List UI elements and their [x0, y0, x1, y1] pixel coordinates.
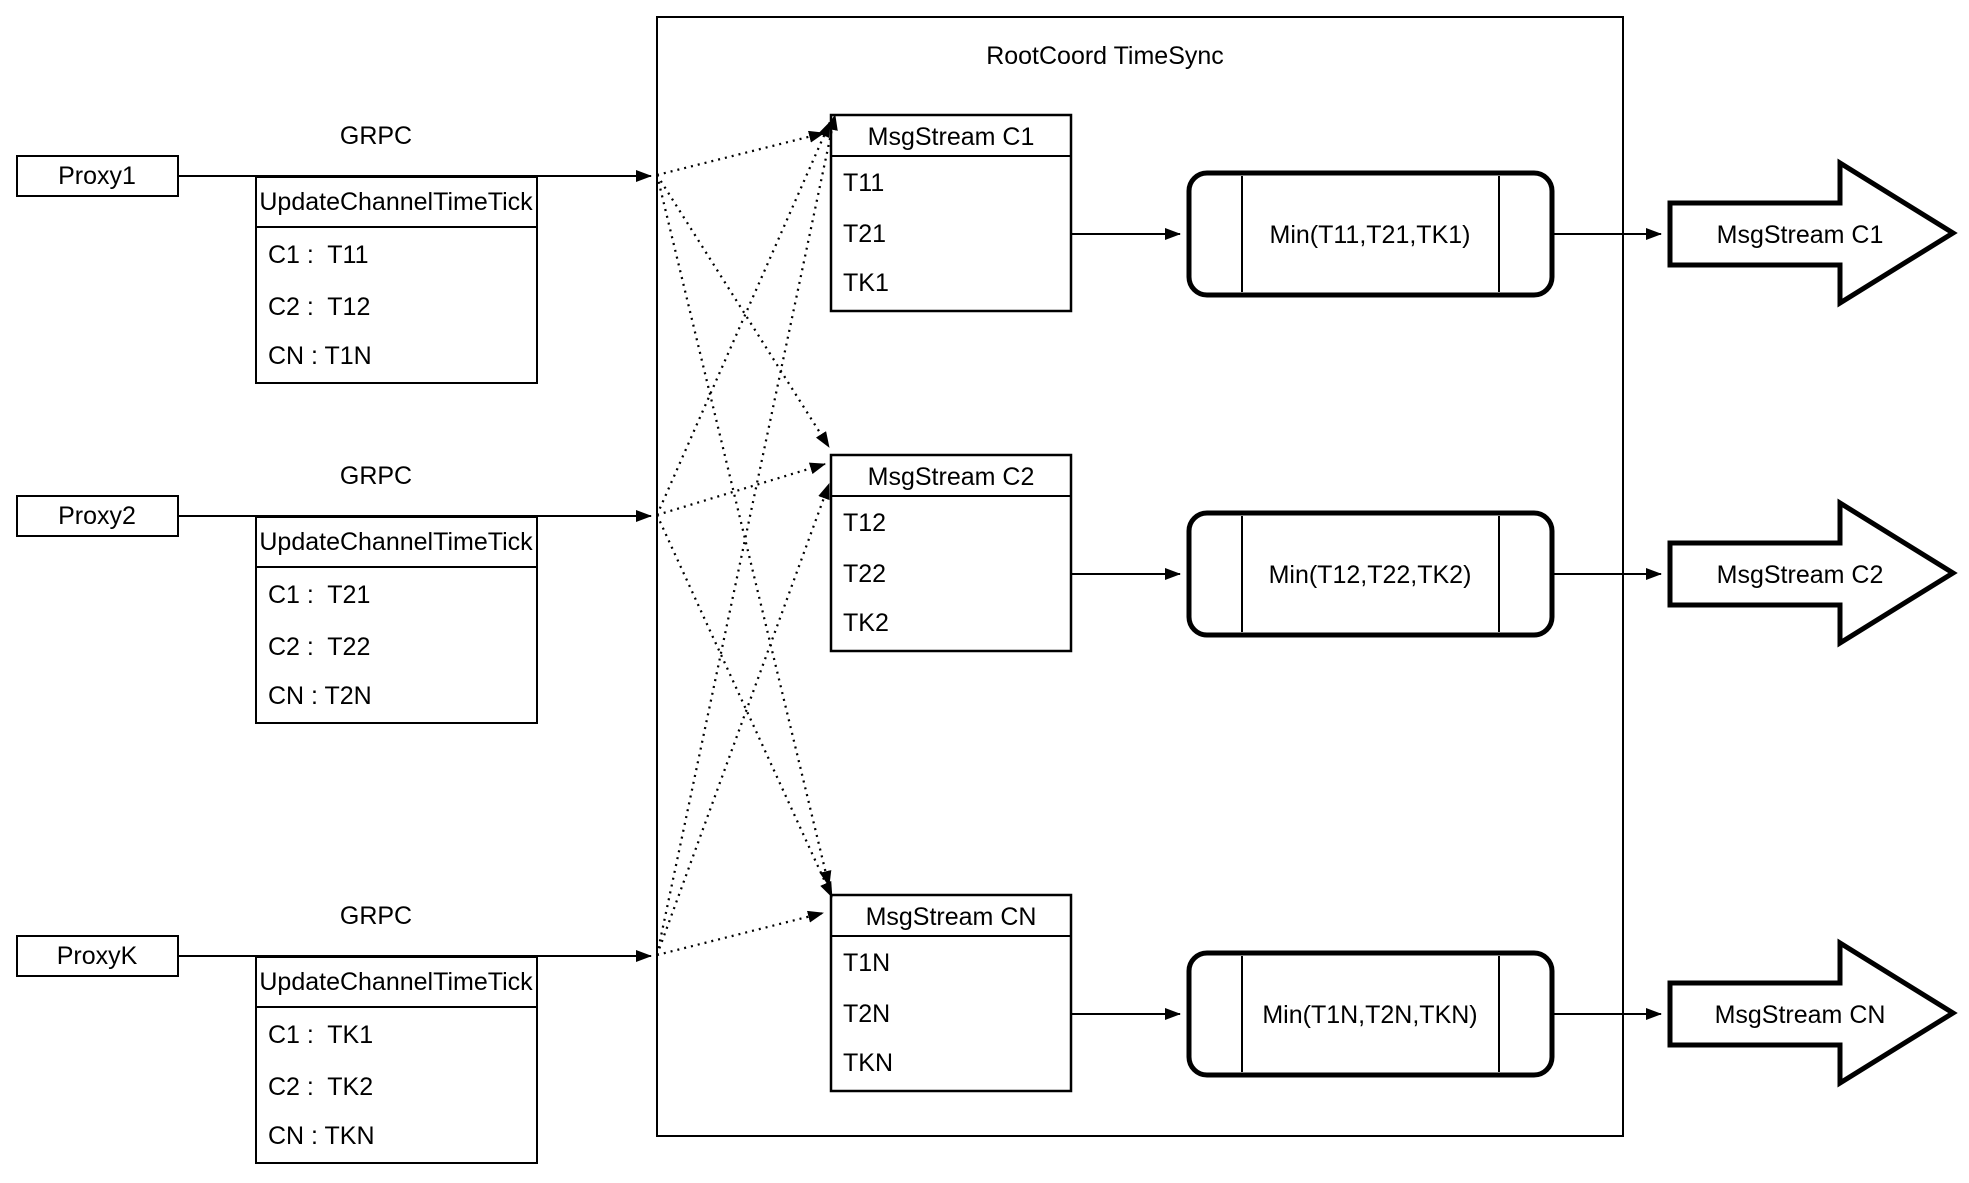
- stream-table-title: MsgStream C1: [868, 123, 1035, 151]
- stream-table-box: [829, 453, 1073, 653]
- dotted-link-pk-cn: [656, 910, 824, 957]
- output-arrow-shape: [1667, 158, 1958, 308]
- request-table-title: UpdateChannelTimeTick: [259, 968, 533, 996]
- min-label: Min(T11,T21,TK1): [1270, 221, 1471, 249]
- output-arrow-msgstream-cn: MsgStream CN: [1667, 938, 1958, 1088]
- request-table-box: [255, 176, 538, 384]
- proxy1-row: Proxy1 GRPC UpdateChannelTimeTick C1 : T…: [16, 113, 1958, 384]
- stream-table-box: [829, 893, 1073, 1093]
- dotted-link-p2-c1: [655, 121, 832, 516]
- rootcoord-timesync-container: [656, 16, 1624, 1137]
- grpc-label-1: GRPC: [340, 122, 412, 150]
- stream-row: TKN: [843, 1049, 893, 1077]
- stream-row: TK1: [843, 269, 889, 297]
- stream-row: T2N: [843, 1000, 890, 1028]
- stream-row: T12: [843, 509, 886, 537]
- request-table-box: [255, 516, 538, 724]
- rootcoord-timesync-title: RootCoord TimeSync: [986, 42, 1224, 70]
- dotted-link-pk-c2: [655, 483, 831, 956]
- stream-row: T1N: [843, 949, 890, 977]
- min-process-1: Min(T11,T21,TK1): [1186, 170, 1555, 298]
- dotted-link-p2-cn: [655, 514, 834, 898]
- dotted-link-p1-c1: [656, 130, 825, 177]
- msgstream-cn-table: MsgStream CN T1N T2N TKN: [829, 893, 1073, 1093]
- msgstream-c1-table: MsgStream C1 T11 T21 TK1: [829, 113, 1073, 313]
- request-row: C1 : T11: [268, 241, 369, 269]
- proxy1-node: [16, 155, 179, 197]
- update-channel-timetick-table-1: UpdateChannelTimeTick C1 : T11 C2 : T12 …: [255, 176, 538, 384]
- stream-table-box: [829, 113, 1073, 313]
- proxyk-row: ProxyK GRPC UpdateChannelTimeTick C1 : T…: [16, 893, 1958, 1164]
- grpc-label-3: GRPC: [340, 902, 412, 930]
- update-channel-timetick-table-3: UpdateChannelTimeTick C1 : TK1 C2 : TK2 …: [255, 956, 538, 1164]
- output-arrow-msgstream-c2: MsgStream C2: [1667, 498, 1958, 648]
- output-arrow-label: MsgStream CN: [1715, 1001, 1886, 1029]
- output-arrow-label: MsgStream C2: [1717, 561, 1884, 589]
- request-row: C1 : T21: [268, 581, 370, 609]
- proxy2-node: [16, 495, 179, 537]
- proxyk-node: [16, 935, 179, 977]
- request-row: C1 : TK1: [268, 1021, 373, 1049]
- proxy2-label: Proxy2: [58, 502, 136, 530]
- stream-table-title: MsgStream C2: [868, 463, 1035, 491]
- output-arrow-label: MsgStream C1: [1717, 221, 1884, 249]
- request-row: CN : T2N: [268, 682, 372, 710]
- stream-table-title: MsgStream CN: [866, 903, 1037, 931]
- grpc-label-2: GRPC: [340, 462, 412, 490]
- request-table-title: UpdateChannelTimeTick: [259, 528, 533, 556]
- min-label: Min(T1N,T2N,TKN): [1262, 1001, 1477, 1029]
- request-table-title: UpdateChannelTimeTick: [259, 188, 533, 216]
- output-arrow-msgstream-c1: MsgStream C1: [1667, 158, 1958, 308]
- request-row: CN : T1N: [268, 342, 372, 370]
- dotted-link-p1-c2: [656, 174, 830, 448]
- msgstream-c2-table: MsgStream C2 T12 T22 TK2: [829, 453, 1073, 653]
- proxy1-label: Proxy1: [58, 162, 136, 190]
- stream-row: T22: [843, 560, 886, 588]
- dotted-link-p1-cn: [655, 174, 832, 887]
- request-row: C2 : T22: [268, 633, 370, 661]
- min-process-3: Min(T1N,T2N,TKN): [1186, 950, 1555, 1078]
- output-arrow-shape: [1667, 938, 1958, 1088]
- stream-row: TK2: [843, 609, 889, 637]
- proxyk-label: ProxyK: [57, 942, 138, 970]
- stream-row: T11: [843, 169, 884, 197]
- output-arrow-shape: [1667, 498, 1958, 648]
- timetick-fanout-mesh: [655, 114, 838, 957]
- update-channel-timetick-table-2: UpdateChannelTimeTick C1 : T21 C2 : T22 …: [255, 516, 538, 724]
- dotted-link-p2-c2: [656, 462, 826, 517]
- dotted-link-pk-c1: [655, 114, 838, 956]
- request-table-box: [255, 956, 538, 1164]
- min-process-2: Min(T12,T22,TK2): [1186, 510, 1555, 638]
- min-label: Min(T12,T22,TK2): [1269, 561, 1472, 589]
- request-row: C2 : TK2: [268, 1073, 373, 1101]
- proxy2-row: Proxy2 GRPC UpdateChannelTimeTick C1 : T…: [16, 453, 1958, 724]
- request-row: C2 : T12: [268, 293, 370, 321]
- stream-row: T21: [843, 220, 886, 248]
- request-row: CN : TKN: [268, 1122, 375, 1150]
